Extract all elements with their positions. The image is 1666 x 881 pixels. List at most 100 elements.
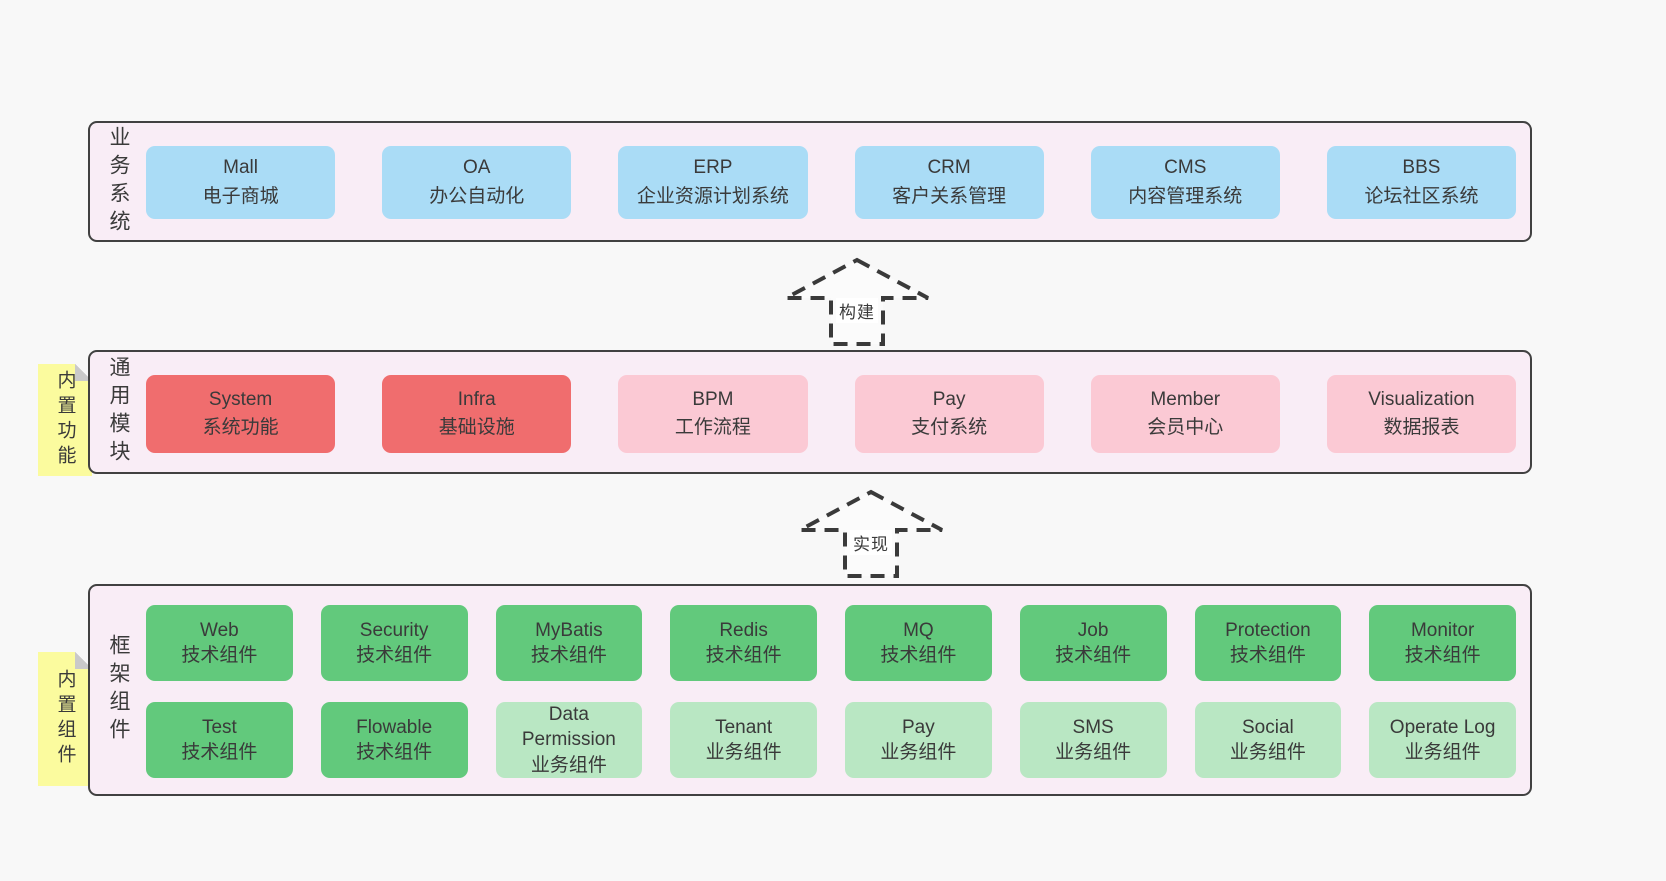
business-box-erp: ERP 企业资源计划系统 [618, 146, 808, 219]
component-box-job: Job 技术组件 [1019, 605, 1167, 681]
component-box-mybatis: MyBatis 技术组件 [495, 605, 643, 681]
box-subtitle: 技术组件 [530, 645, 607, 666]
box-title: Member [1150, 388, 1221, 410]
arrow-label: 实现 [850, 530, 892, 555]
box-subtitle: 内容管理系统 [1128, 185, 1243, 207]
sticky-note-built-in-components: 内置组件 [38, 652, 92, 786]
box-title: CMS [1164, 157, 1207, 179]
box-title: Operate Log [1389, 716, 1496, 738]
common-modules-row: System 系统功能 Infra 基础设施 BPM 工作流程 Pay 支付系统… [146, 375, 1517, 453]
box-title: Social [1242, 716, 1294, 738]
box-subtitle: 业务组件 [1055, 742, 1132, 763]
box-subtitle: 基础设施 [438, 417, 515, 438]
box-title: Tenant [715, 716, 773, 738]
module-box-pay: Pay 支付系统 [854, 375, 1044, 453]
component-box-monitor: Monitor 技术组件 [1369, 605, 1516, 681]
implement-arrow: 实现 [796, 488, 946, 580]
box-subtitle: 电子商城 [202, 185, 279, 207]
box-title: Security [359, 619, 429, 641]
box-title: BBS [1402, 157, 1441, 179]
box-title: OA [463, 157, 491, 179]
component-box-social: Social 业务组件 [1194, 702, 1342, 778]
framework-components-layer: 框架组件 Web 技术组件 Security 技术组件 MyBatis 技术组件… [88, 584, 1532, 796]
box-title: Visualization [1368, 388, 1475, 410]
box-subtitle: 企业资源计划系统 [636, 185, 789, 207]
box-subtitle: 业务组件 [705, 742, 782, 763]
business-box-mall: Mall 电子商城 [146, 146, 336, 219]
layer-label: 业务系统 [107, 125, 130, 238]
box-subtitle: 技术组件 [1055, 645, 1132, 666]
box-title: BPM [692, 388, 734, 410]
box-subtitle: 支付系统 [911, 417, 988, 438]
folded-corner-icon [75, 652, 92, 669]
box-title: Flowable [356, 716, 433, 738]
build-arrow: 构建 [782, 256, 932, 348]
business-box-crm: CRM 客户关系管理 [854, 146, 1044, 219]
component-box-test: Test 技术组件 [146, 702, 293, 778]
component-box-mq: MQ 技术组件 [845, 605, 992, 681]
box-subtitle: 技术组件 [356, 645, 433, 666]
box-subtitle: 业务组件 [1229, 742, 1306, 763]
box-title: Data Permission [521, 704, 616, 751]
component-box-tenant: Tenant 业务组件 [670, 702, 817, 778]
box-subtitle: 技术组件 [356, 742, 433, 763]
box-subtitle: 技术组件 [1404, 645, 1481, 666]
component-box-sms: SMS 业务组件 [1019, 702, 1167, 778]
component-box-protection: Protection 技术组件 [1194, 605, 1342, 681]
box-subtitle: 客户关系管理 [892, 185, 1007, 207]
module-box-bpm: BPM 工作流程 [618, 375, 808, 453]
box-title: Protection [1225, 619, 1311, 641]
box-title: Mall [223, 157, 258, 179]
layer-label: 通用模块 [107, 356, 130, 468]
box-title: Monitor [1410, 619, 1475, 641]
box-title: MyBatis [535, 619, 603, 641]
box-subtitle: 论坛社区系统 [1364, 185, 1479, 207]
box-title: CRM [927, 157, 971, 179]
component-box-security: Security 技术组件 [320, 605, 468, 681]
component-box-operate-log: Operate Log 业务组件 [1369, 702, 1516, 778]
box-subtitle: 业务组件 [880, 742, 957, 763]
component-box-pay: Pay 业务组件 [845, 702, 992, 778]
box-title: Web [200, 619, 239, 641]
box-title: Job [1077, 619, 1109, 641]
sticky-note-built-in-features: 内置功能 [38, 364, 92, 476]
layer-label: 框架组件 [107, 634, 130, 746]
business-box-oa: OA 办公自动化 [382, 146, 572, 219]
box-title: System [208, 388, 273, 410]
box-subtitle: 技术组件 [1229, 645, 1306, 666]
business-systems-layer: 业务系统 Mall 电子商城 OA 办公自动化 ERP 企业资源计划系统 CRM… [88, 121, 1532, 242]
module-box-system: System 系统功能 [146, 375, 336, 453]
box-subtitle: 技术组件 [880, 645, 957, 666]
framework-components-row-2: Test 技术组件 Flowable 技术组件 Data Permission … [146, 702, 1516, 778]
component-box-data-permission: Data Permission 业务组件 [495, 702, 643, 778]
box-title: MQ [903, 619, 934, 641]
component-box-redis: Redis 技术组件 [670, 605, 817, 681]
business-box-cms: CMS 内容管理系统 [1090, 146, 1280, 219]
box-title: SMS [1072, 716, 1114, 738]
box-subtitle: 技术组件 [181, 645, 258, 666]
component-box-web: Web 技术组件 [146, 605, 293, 681]
box-title: Pay [932, 388, 966, 410]
box-subtitle: 办公自动化 [429, 185, 525, 207]
component-box-flowable: Flowable 技术组件 [320, 702, 468, 778]
box-subtitle: 业务组件 [530, 754, 607, 776]
box-title: Test [201, 716, 237, 738]
box-subtitle: 业务组件 [1404, 742, 1481, 763]
framework-components-row-1: Web 技术组件 Security 技术组件 MyBatis 技术组件 Redi… [146, 605, 1516, 681]
module-box-infra: Infra 基础设施 [382, 375, 572, 453]
module-box-visualization: Visualization 数据报表 [1326, 375, 1517, 453]
sticky-note-label: 内置功能 [54, 370, 76, 470]
folded-corner-icon [75, 364, 92, 381]
arrow-label: 构建 [836, 298, 878, 323]
box-subtitle: 系统功能 [202, 417, 279, 438]
box-subtitle: 工作流程 [674, 417, 751, 438]
box-title: Infra [457, 388, 496, 410]
business-systems-row: Mall 电子商城 OA 办公自动化 ERP 企业资源计划系统 CRM 客户关系… [146, 146, 1517, 219]
box-title: Pay [902, 716, 935, 738]
business-box-bbs: BBS 论坛社区系统 [1326, 146, 1517, 219]
module-box-member: Member 会员中心 [1090, 375, 1280, 453]
box-subtitle: 技术组件 [705, 645, 782, 666]
box-title: ERP [693, 157, 733, 179]
box-subtitle: 技术组件 [181, 742, 258, 763]
